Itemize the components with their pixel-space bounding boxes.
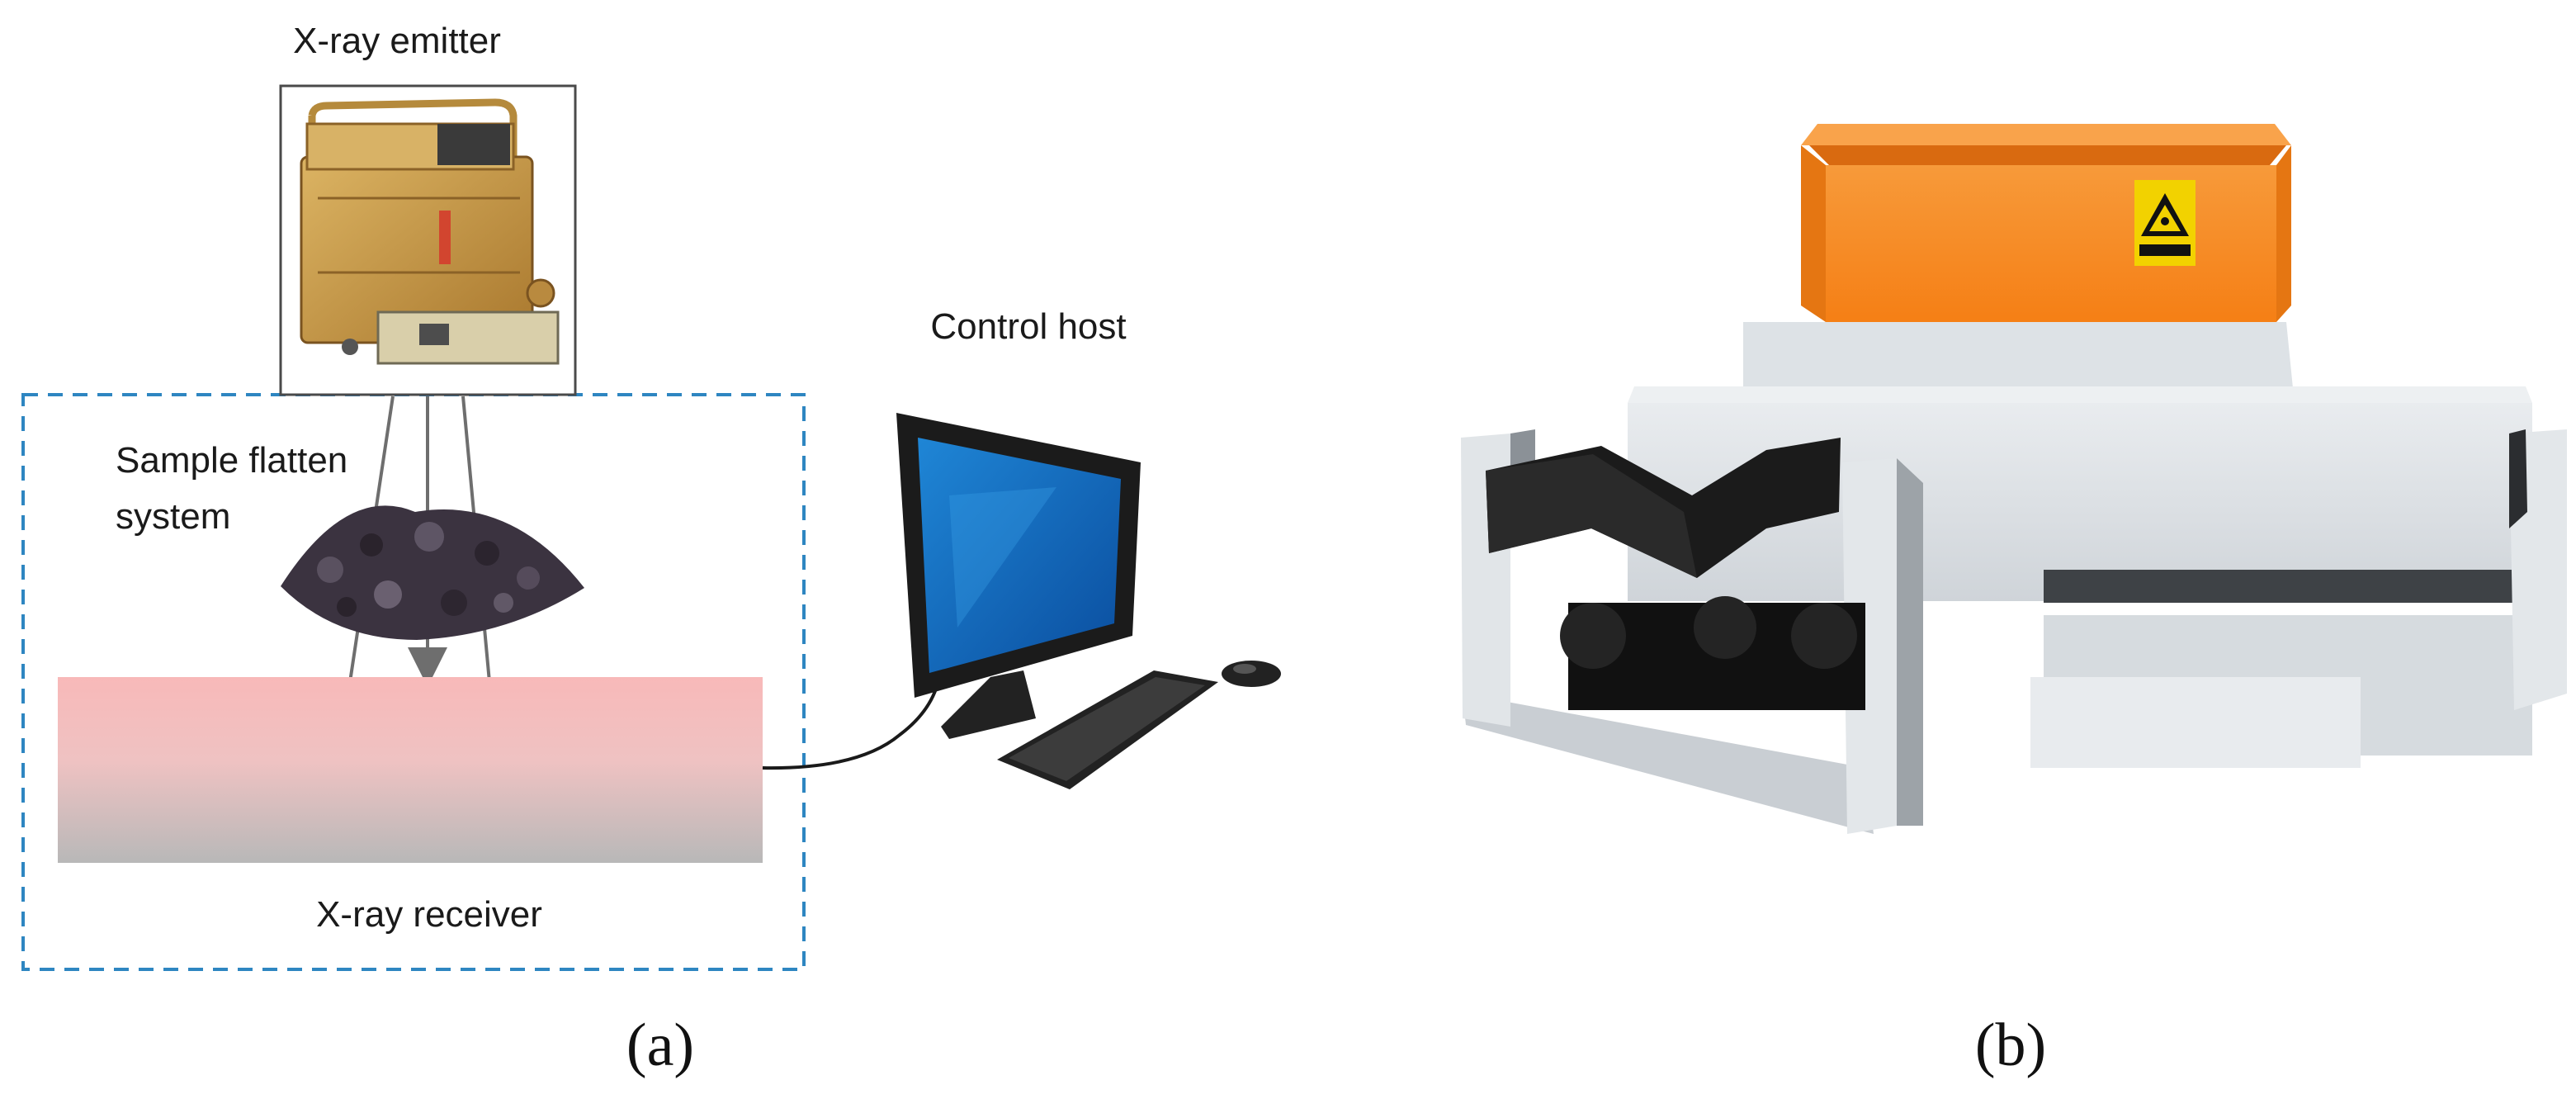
panel-a: X-ray emitter Sample flatten system bbox=[21, 21, 1281, 1079]
data-cable bbox=[762, 676, 941, 770]
xray-receiver-block bbox=[58, 677, 763, 863]
caption-b: (b) bbox=[1975, 1011, 2046, 1079]
coal-sample-icon bbox=[281, 505, 584, 640]
emitter-label: X-ray emitter bbox=[293, 21, 501, 61]
flatten-label-line1: Sample flatten bbox=[116, 440, 347, 481]
base-platform bbox=[1463, 694, 1874, 834]
radiation-shield-enclosure bbox=[1801, 124, 2291, 322]
panel-b: (b) bbox=[1461, 124, 2567, 1079]
caption-a: (a) bbox=[626, 1011, 694, 1079]
xray-emitter-device-icon bbox=[300, 98, 560, 365]
system-dashed-boundary bbox=[21, 393, 806, 971]
flatten-label-line2: system bbox=[116, 496, 230, 537]
center-frame-bracket bbox=[1897, 458, 1923, 826]
housing-lower-face bbox=[2030, 677, 2361, 768]
radiation-warning-icon bbox=[2134, 180, 2196, 266]
computer-monitor-icon bbox=[896, 413, 1141, 739]
receiver-label: X-ray receiver bbox=[316, 894, 542, 935]
housing-dark-band bbox=[2044, 570, 2532, 603]
mouse-icon bbox=[1222, 661, 1281, 687]
conveyor-belt bbox=[1486, 438, 1865, 710]
upper-housing bbox=[1743, 322, 2293, 388]
control-host-label: Control host bbox=[930, 306, 1126, 347]
keyboard-icon bbox=[997, 670, 1218, 789]
right-frame-bracket bbox=[2509, 429, 2527, 528]
center-frame-post bbox=[1842, 458, 1897, 834]
main-housing-top bbox=[1628, 386, 2532, 403]
